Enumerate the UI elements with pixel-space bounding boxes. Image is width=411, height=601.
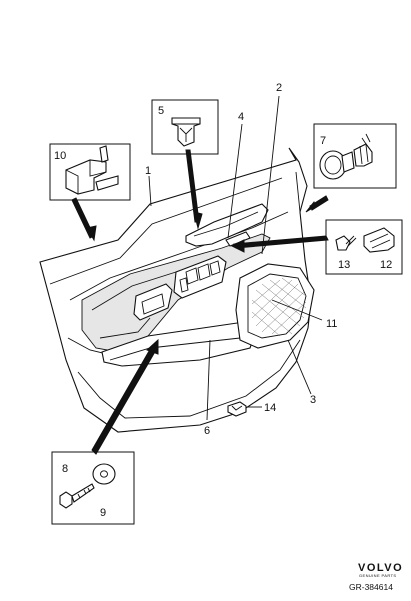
callout-8: 8 (62, 463, 68, 475)
lower-switch-bezel (133, 283, 173, 321)
callout-5: 5 (158, 105, 164, 117)
callout-labels: 1 2 3 4 5 6 7 8 9 10 11 12 13 14 (54, 82, 392, 519)
inset-box-screw-clip-12-13 (325, 219, 403, 275)
window-switch-panel (173, 255, 227, 299)
screw-13-icon (335, 235, 357, 251)
callout-3: 3 (310, 394, 316, 406)
inner-door-handle (185, 203, 269, 247)
callout-4: 4 (238, 111, 244, 123)
inset-box-bolt-washer-8-9 (51, 451, 135, 525)
door-pocket (235, 263, 315, 349)
brand-block: VOLVO GENUINE PARTS GR-384614 (349, 562, 403, 592)
pointer-arrows (71, 149, 329, 455)
callout-9: 9 (100, 507, 106, 519)
mounting-bracket-icon (65, 145, 119, 195)
brand-name: VOLVO (358, 562, 403, 574)
diagram-reference: GR-384614 (349, 582, 393, 592)
push-clip-icon (319, 133, 373, 180)
leader-lines (148, 95, 323, 421)
callout-7: 7 (320, 135, 326, 147)
grille-mesh (251, 277, 307, 337)
washer-9-icon (92, 463, 116, 485)
callout-12: 12 (380, 259, 392, 271)
callout-10: 10 (54, 150, 66, 162)
callout-6: 6 (204, 425, 210, 437)
callout-11: 11 (326, 318, 337, 330)
retainer-clip-14 (227, 401, 247, 417)
trim-clip-icon (171, 117, 201, 147)
callout-2: 2 (276, 82, 282, 94)
inset-box-pushclip-7 (313, 123, 397, 189)
spring-clip-12-icon (363, 227, 395, 253)
callout-14: 14 (264, 402, 276, 414)
inset-box-bracket-10 (49, 143, 131, 201)
callout-13: 13 (338, 259, 350, 271)
brand-tagline: GENUINE PARTS (359, 573, 397, 578)
inset-box-clip-5 (151, 99, 219, 155)
callout-1: 1 (145, 165, 151, 177)
bolt-8-icon (59, 483, 95, 509)
